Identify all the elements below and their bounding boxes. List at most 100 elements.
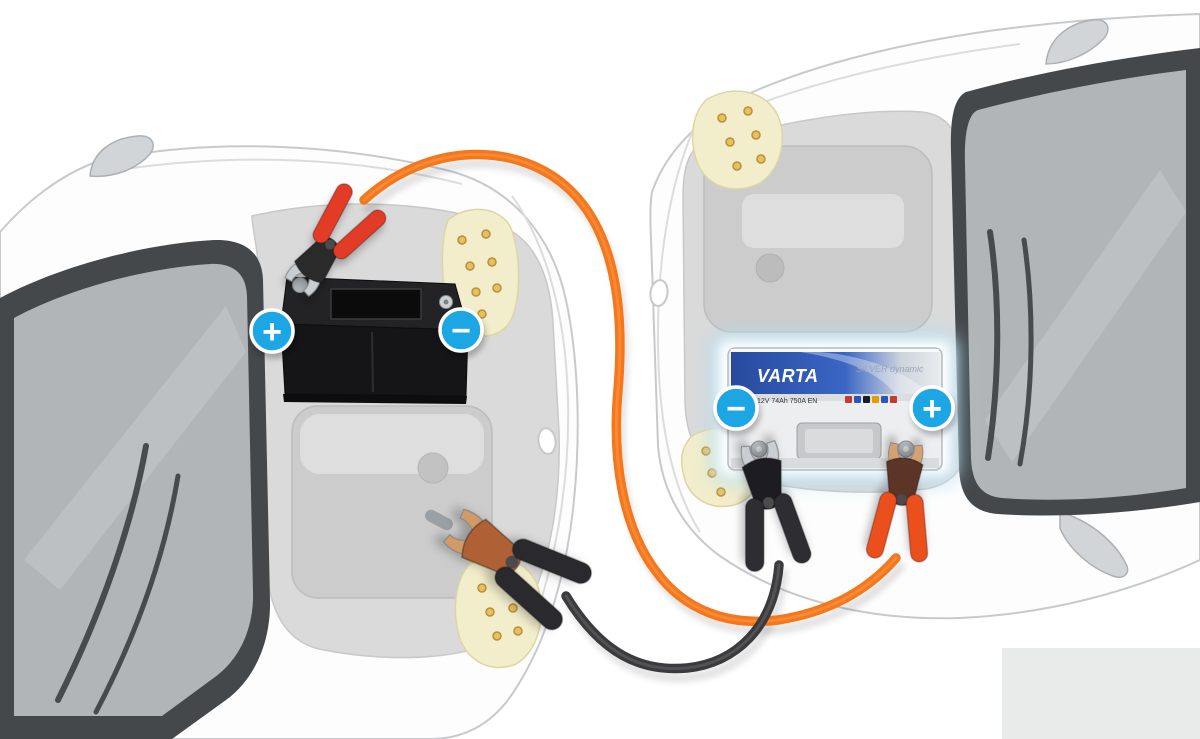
battery-brand-text: VARTA <box>757 366 819 386</box>
clamp-pivot <box>896 494 907 505</box>
left-battery-minus-badge: − <box>438 307 484 353</box>
battery-post-center <box>903 446 909 452</box>
left-car-bumper-line <box>511 195 570 649</box>
safety-icon <box>854 396 861 403</box>
left-car <box>0 135 579 739</box>
battery-bottom-shade <box>731 458 939 468</box>
headlight-dot <box>732 161 742 171</box>
right-car-bumper-line <box>656 127 701 533</box>
safety-icon <box>872 396 879 403</box>
battery-spec-text: 12V 74Ah 750A EN <box>757 398 817 405</box>
right-battery-minus-badge: − <box>713 385 759 431</box>
headlight-dot <box>751 130 761 140</box>
windshield-reflection <box>24 306 246 590</box>
wiper-blade <box>1017 237 1034 467</box>
plus-badge-circle <box>909 385 955 431</box>
headlight-dot <box>471 287 481 297</box>
battery-base-lip <box>283 394 467 404</box>
safety-icon <box>863 396 870 403</box>
right-car-mirror-bottom <box>1059 511 1129 578</box>
right-car: VARTA SILVER dynamic 12V 74Ah 750A EN <box>649 12 1200 620</box>
left-engine-cover-cap <box>417 452 449 484</box>
battery-label-recess <box>330 288 422 320</box>
right-car-mirror-top <box>1045 18 1109 65</box>
battery-product-line-text: SILVER dynamic <box>856 364 924 374</box>
jumper-cables <box>359 149 905 683</box>
red-clamp-left-positive <box>284 183 387 297</box>
clamp-handle <box>773 492 812 564</box>
right-engine-cover-cap <box>755 253 785 283</box>
positive-cable-sheen <box>362 153 898 623</box>
left-battery <box>280 276 469 404</box>
ground-point-bracket <box>425 509 453 531</box>
right-engine-cover-highlight <box>742 194 904 248</box>
clamp-pivot <box>762 497 775 509</box>
battery-post-center <box>756 446 762 452</box>
right-windshield <box>950 48 1200 516</box>
headlight-dot <box>743 106 753 116</box>
left-windshield <box>0 239 271 739</box>
clamp-handle <box>494 566 564 631</box>
plus-sign: + <box>922 390 942 428</box>
headlight-dot <box>508 603 518 613</box>
headlight-dot <box>513 626 523 636</box>
minus-sign: − <box>451 312 471 350</box>
right-headlight-top <box>691 90 783 190</box>
wiper-blade <box>93 473 181 715</box>
battery-top-edge <box>731 349 939 353</box>
headlight-lens <box>691 90 783 190</box>
clamp-handle <box>511 538 593 585</box>
battery-safety-icons <box>845 396 897 403</box>
ground-clamp-left-body <box>442 508 593 631</box>
negative-cable-sheen <box>564 563 781 671</box>
headlight-dot <box>716 487 726 497</box>
clamp-handle <box>905 493 929 563</box>
headlight-dot <box>487 257 497 267</box>
headlight-dot <box>477 309 487 319</box>
corner-shading <box>1002 648 1200 739</box>
wiper-blade <box>55 443 149 703</box>
safety-icon <box>845 396 852 403</box>
windshield-reflection <box>985 170 1186 462</box>
clamp-pivot <box>505 555 519 569</box>
headlight-dot <box>481 229 491 239</box>
headlight-dot <box>465 261 475 271</box>
battery-bolt-center <box>443 299 449 305</box>
black-clamp-right-negative <box>740 439 812 573</box>
headlight-dot <box>701 446 711 456</box>
clamp-pivot <box>325 239 336 250</box>
headlight-dot <box>485 607 495 617</box>
left-car-side-mirror <box>89 135 154 178</box>
body-detail-oval <box>537 427 557 455</box>
left-battery-plus-badge: + <box>249 308 295 354</box>
headlight-dot <box>492 283 502 293</box>
minus-badge-circle <box>438 307 484 353</box>
clamp-handle <box>865 491 898 559</box>
minus-sign: − <box>726 390 746 428</box>
headlight-dot <box>756 154 766 164</box>
headlight-dot <box>492 631 502 641</box>
plus-sign: + <box>262 313 282 351</box>
plus-badge-circle <box>249 308 295 354</box>
safety-icon <box>881 396 888 403</box>
headlight-dot <box>717 113 727 123</box>
battery-handle-inner <box>805 429 873 453</box>
headlight-dot <box>725 137 735 147</box>
body-detail-oval <box>649 279 669 307</box>
minus-badge-circle <box>713 385 759 431</box>
clamp-handle <box>312 183 353 244</box>
battery-label-strip <box>731 352 939 394</box>
headlight-dot <box>457 235 467 245</box>
left-engine-cover-highlight <box>300 414 484 474</box>
battery-strip-shadow <box>731 394 939 401</box>
safety-icon <box>890 396 897 403</box>
headlight-dot <box>477 583 487 593</box>
right-battery-plus-badge: + <box>909 385 955 431</box>
wiper-blade <box>985 229 1001 461</box>
clamp-handle <box>332 209 387 260</box>
battery-seam <box>371 331 374 393</box>
battery-label-swoosh <box>800 352 930 394</box>
clamp-handle <box>744 497 765 573</box>
